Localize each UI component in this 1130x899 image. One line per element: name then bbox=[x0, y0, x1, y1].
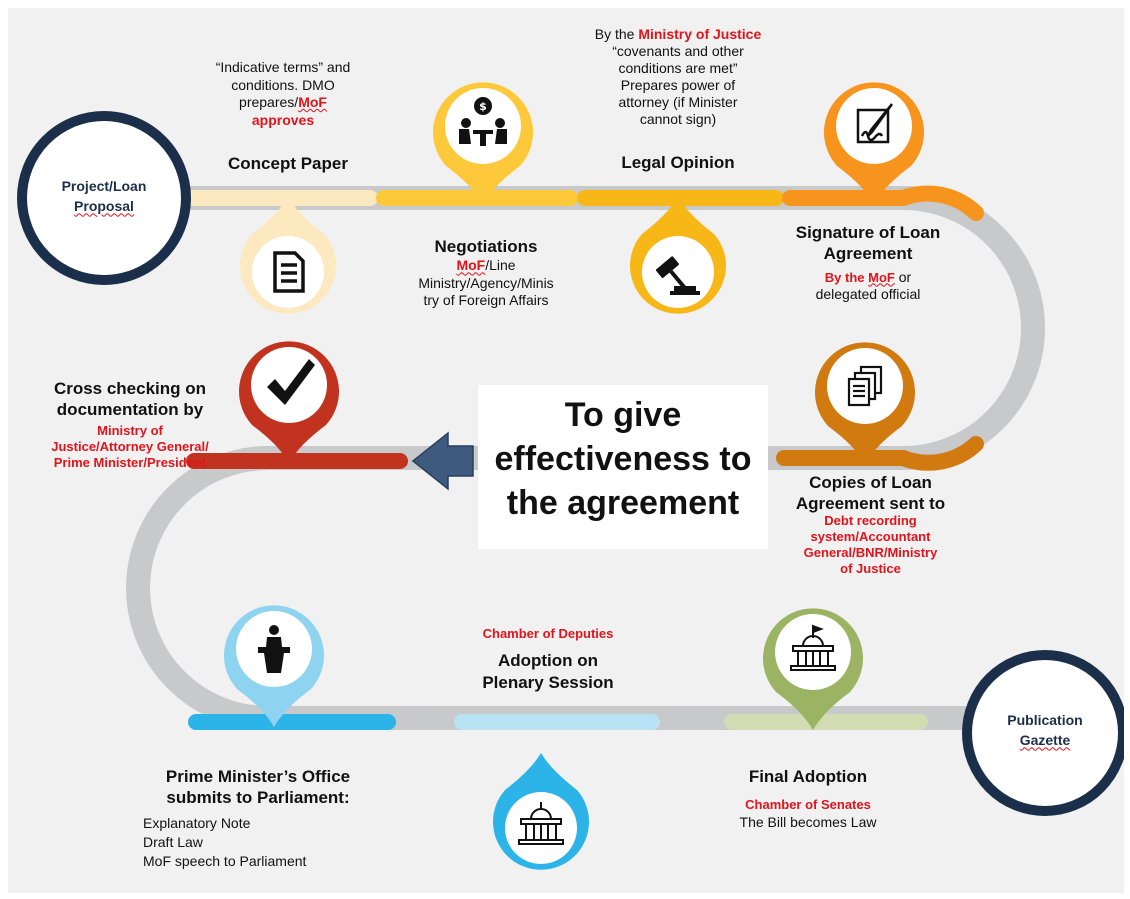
plenary-title-line2: Plenary Session bbox=[482, 672, 614, 692]
start-label-line2: Proposal bbox=[74, 198, 134, 215]
legal-line2: “covenants and other bbox=[612, 43, 744, 60]
end-circle bbox=[962, 650, 1124, 816]
negotiations-line1: MoF/Line bbox=[386, 257, 586, 275]
diagram-canvas: $ bbox=[8, 8, 1124, 893]
government-building-icon bbox=[790, 624, 836, 671]
signature-line1: By the MoF or bbox=[758, 269, 978, 287]
center-line1: To give bbox=[564, 396, 682, 434]
concept-note-mof: MoF bbox=[298, 94, 327, 110]
concept-note-approves: approves bbox=[251, 111, 315, 128]
negotiations-title: Negotiations bbox=[434, 237, 538, 256]
negotiations-mof: MoF bbox=[456, 257, 486, 274]
final-line: The Bill becomes Law bbox=[739, 813, 877, 830]
signature-title-line1: Signature of Loan bbox=[795, 223, 941, 242]
meeting-dollar-icon: $ bbox=[459, 97, 507, 146]
crosscheck-title-line2: documentation by bbox=[56, 400, 204, 420]
concept-note-line3: prepares/MoF bbox=[178, 94, 388, 112]
marker-cross-checking bbox=[239, 341, 339, 463]
crosscheck-red1: Ministry of bbox=[97, 422, 163, 438]
pmo-title-line2: submits to Parliament: bbox=[166, 788, 350, 808]
legal-line1: By the Ministry of Justice bbox=[573, 26, 783, 43]
center-text: To give effectiveness to the agreement bbox=[478, 385, 768, 526]
start-label: Project/Loan Proposal bbox=[34, 176, 174, 217]
plenary-text: Chamber of Deputies Adoption on Plenary … bbox=[438, 626, 658, 693]
signature-text: Signature of Loan Agreement By the MoF o… bbox=[758, 222, 978, 304]
left-arrow-icon bbox=[411, 431, 474, 491]
final-red: Chamber of Senates bbox=[745, 797, 871, 813]
center-box: To give effectiveness to the agreement bbox=[478, 385, 768, 549]
copies-title-line2: Agreement sent to bbox=[795, 494, 946, 514]
pmo-list: Explanatory Note Draft Law MoF speech to… bbox=[143, 814, 383, 871]
pmo-title-line1: Prime Minister’s Office bbox=[165, 767, 351, 786]
legal-line3: conditions are met” bbox=[618, 60, 738, 77]
pmo-item1: Explanatory Note bbox=[143, 815, 251, 831]
marker-final-adoption bbox=[763, 608, 863, 730]
concept-note: “Indicative terms” and conditions. DMO p… bbox=[178, 59, 388, 129]
road-graphic: $ bbox=[17, 82, 1124, 870]
crosscheck-red3: Prime Minister/President bbox=[53, 455, 207, 470]
legal-note: By the Ministry of Justice “covenants an… bbox=[573, 26, 783, 128]
marker-copies bbox=[815, 342, 915, 464]
final-text: Final Adoption Chamber of Senates The Bi… bbox=[708, 766, 908, 831]
crosscheck-title-line1: Cross checking on bbox=[53, 379, 207, 398]
svg-text:$: $ bbox=[479, 100, 487, 113]
legal-line4: Prepares power of bbox=[620, 77, 736, 94]
crosscheck-text: Cross checking on documentation by Minis… bbox=[20, 378, 240, 471]
marker-concept-paper bbox=[240, 197, 336, 314]
plenary-red: Chamber of Deputies bbox=[482, 626, 614, 641]
legal-line1-pre: By the bbox=[594, 26, 639, 42]
marker-negotiations: $ bbox=[433, 82, 533, 204]
copies-red1: Debt recording bbox=[824, 512, 917, 528]
pen-signature-icon bbox=[856, 103, 894, 144]
concept-note-line1: “Indicative terms” and bbox=[215, 59, 351, 75]
start-label-line1: Project/Loan bbox=[61, 178, 147, 194]
signature-red-mof: MoF bbox=[868, 269, 895, 285]
signature-title-line2: Agreement bbox=[823, 244, 913, 264]
concept-note-prepares: prepares/ bbox=[239, 94, 299, 110]
negotiations-line3: try of Foreign Affairs bbox=[423, 292, 549, 309]
legal-title: Legal Opinion bbox=[621, 153, 735, 172]
negotiations-line2: Ministry/Agency/Minis bbox=[418, 274, 554, 291]
end-label: Publication Gazette bbox=[975, 710, 1115, 751]
center-line2: effectiveness to bbox=[494, 440, 752, 479]
copies-title-line1: Copies of Loan bbox=[809, 473, 932, 492]
pmo-item2: Draft Law bbox=[143, 833, 203, 850]
marker-signature bbox=[824, 82, 924, 204]
marker-legal-opinion bbox=[630, 197, 726, 314]
crosscheck-red2: Justice/Attorney General/ bbox=[51, 438, 209, 454]
concept-note-line2: conditions. DMO bbox=[231, 76, 335, 93]
copies-red2: system/Accountant bbox=[810, 528, 931, 544]
pmo-item3: MoF speech to Parliament bbox=[143, 852, 307, 869]
legal-line5: attorney (if Minister bbox=[618, 94, 738, 111]
final-title: Final Adoption bbox=[748, 767, 868, 786]
end-label-line2: Gazette bbox=[1019, 732, 1071, 749]
checkmark-icon bbox=[267, 359, 315, 405]
documents-stack-icon bbox=[847, 365, 883, 407]
center-line3: the agreement bbox=[506, 484, 740, 523]
copies-red3: General/BNR/Ministry bbox=[803, 545, 938, 560]
podium-speaker-icon bbox=[258, 625, 290, 673]
copies-text: Copies of Loan Agreement sent to Debt re… bbox=[763, 472, 978, 578]
plenary-title-line1: Adoption on bbox=[497, 651, 599, 671]
end-label-line1: Publication bbox=[1007, 712, 1083, 728]
signature-red-pre: By the bbox=[824, 269, 869, 285]
signature-rest: or bbox=[894, 268, 912, 285]
marker-plenary bbox=[493, 753, 589, 870]
signature-line2: delegated official bbox=[815, 286, 921, 302]
gavel-icon bbox=[655, 256, 700, 295]
road-segment-brown bbox=[776, 436, 984, 471]
legal-line1-red: Ministry of Justice bbox=[638, 26, 762, 42]
concept-title: Concept Paper bbox=[228, 154, 348, 173]
pmo-text: Prime Minister’s Office submits to Parli… bbox=[138, 766, 378, 809]
parliament-building-icon bbox=[518, 802, 564, 845]
negotiations-text: Negotiations MoF/Line Ministry/Agency/Mi… bbox=[386, 236, 586, 310]
road-segment-orange bbox=[782, 185, 984, 221]
marker-pmo bbox=[224, 605, 324, 727]
negotiations-line1-rest: /Line bbox=[485, 257, 516, 274]
start-circle bbox=[17, 111, 191, 285]
document-icon bbox=[273, 251, 305, 293]
legal-line6: cannot sign) bbox=[639, 111, 717, 128]
copies-red4: of Justice bbox=[840, 561, 901, 577]
